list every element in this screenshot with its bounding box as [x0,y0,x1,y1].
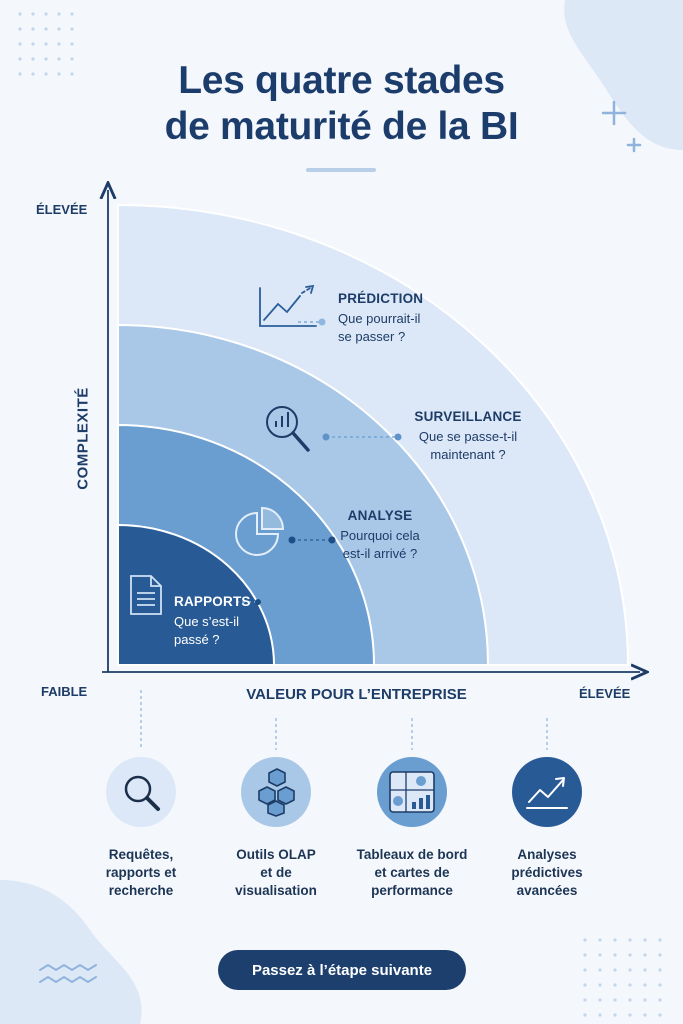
tool-label-olap: Outils OLAP et de visualisation [206,846,346,900]
connector-dots [255,318,402,605]
dot-rapports [255,599,261,605]
trend-chart-icon [526,777,568,809]
tool-circle-cubes [241,757,311,827]
stage-surveillance: SURVEILLANCE Que se passe-t-il maintenan… [414,409,522,464]
tool-label-predictive: Analyses prédictives avancées [477,846,617,900]
line-chart-icon [259,284,317,327]
x-axis-title: VALEUR POUR L’ENTREPRISE [246,686,467,703]
dot-analyse [288,536,296,544]
title-line-2: de maturité de la BI [164,105,519,148]
tool-label-line: Requêtes, [108,847,174,862]
tool-label-line: Tableaux de bord [356,847,468,862]
top-right-blob [564,0,683,150]
cubes-icon [258,768,295,817]
tool-label-search: Requêtes, rapports et recherche [71,846,211,900]
stage-title: SURVEILLANCE [414,409,522,424]
dot-prediction [318,318,326,326]
tool-label-line: et cartes de [374,865,450,880]
tool-label-line: performance [371,883,453,898]
stage-question: Que se passe-t-il [418,429,518,444]
bottom-left-blob [0,880,142,1024]
stage-title: ANALYSE [347,508,413,523]
dot-grid-bottom-right [583,938,662,1017]
stage-analyse: ANALYSE Pourquoi cela est-il arrivé ? [334,508,426,563]
stage-question: maintenant ? [430,447,506,462]
x-axis-high-label: ÉLEVÉE [579,686,631,701]
dot-surveillance [322,433,330,441]
tool-circle [512,757,582,827]
stage-question: se passer ? [338,329,406,344]
dot-surveillance-end [394,433,402,441]
y-axis-high-label: ÉLEVÉE [36,202,88,217]
tool-circle-search [106,757,176,827]
y-axis-title: COMPLEXITÉ [74,387,92,490]
dashboard-icon [389,771,435,813]
tool-label-line: rapports et [105,865,177,880]
next-step-button[interactable]: Passez à l’étape suivante [218,950,466,990]
tool-label-line: Analyses [517,847,577,862]
title-divider [306,168,376,172]
page-title: Les quatre stades de maturité de la BI [0,58,683,150]
tool-label-line: prédictives [511,865,583,880]
tool-circle [377,757,447,827]
plus-icon [601,100,642,153]
stage-title: RAPPORTS [174,594,251,609]
tool-label-line: et de [260,865,292,880]
pie-chart-icon [235,506,285,556]
x-axis-low-label: FAIBLE [41,684,88,699]
title-line-1: Les quatre stades [178,59,505,102]
wave-icon [39,963,97,984]
tool-label-line: avancées [516,883,578,898]
tool-circle-dashboard [377,757,447,827]
stage-question: est-il arrivé ? [342,546,418,561]
tool-leaders [140,690,548,750]
tool-circle [106,757,176,827]
connector-lines [236,321,398,603]
stage-prediction: PRÉDICTION Que pourrait-il se passer ? [338,291,423,346]
search-icon [124,775,160,811]
tool-label-line: visualisation [235,883,317,898]
dot-analyse-end [328,536,336,544]
band-rapports [117,523,276,666]
tool-label-line: recherche [108,883,174,898]
tool-circle [241,757,311,827]
tool-label-line: Outils OLAP [236,847,316,862]
stage-question: Que pourrait-il [338,311,421,326]
stage-rapports: RAPPORTS Que s’est-il passé ? [174,594,251,649]
stage-question: Que s’est-il [174,614,240,629]
magnifier-chart-icon [266,406,310,452]
stage-question: Pourquoi cela [340,528,420,543]
stage-question: passé ? [174,632,220,647]
tool-circle-trend [512,757,582,827]
dot-grid-top-left [18,12,74,76]
document-icon [130,575,162,615]
tool-label-dashboards: Tableaux de bord et cartes de performanc… [342,846,482,900]
stage-title: PRÉDICTION [338,291,424,306]
